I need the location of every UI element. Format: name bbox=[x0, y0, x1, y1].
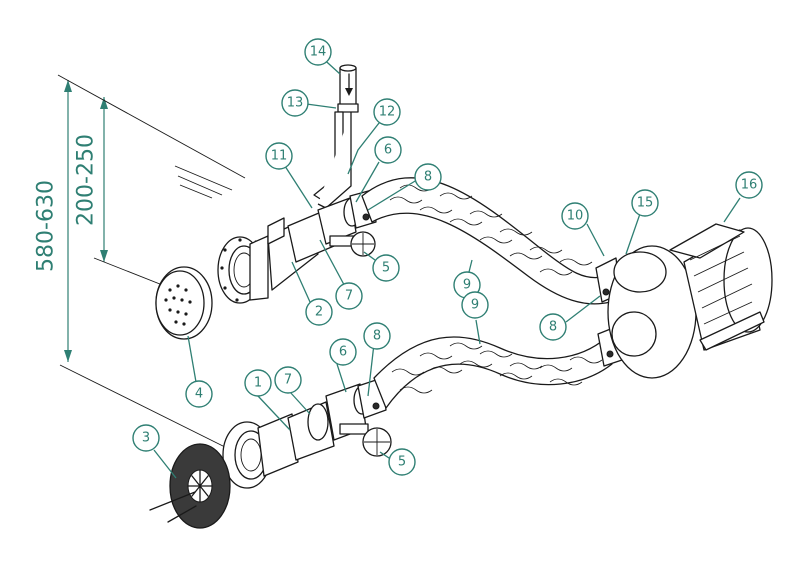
svg-text:8: 8 bbox=[549, 320, 557, 335]
suction-grille bbox=[149, 443, 231, 529]
svg-text:3: 3 bbox=[142, 431, 150, 446]
dimension-total-height: 580-630 bbox=[34, 180, 59, 272]
callout-7-upper: 7 bbox=[335, 282, 363, 310]
svg-text:12: 12 bbox=[379, 105, 396, 120]
callout-15: 15 bbox=[631, 189, 659, 217]
svg-text:15: 15 bbox=[637, 196, 654, 211]
callout-14: 14 bbox=[304, 38, 332, 66]
svg-text:9: 9 bbox=[471, 298, 479, 313]
svg-text:7: 7 bbox=[345, 289, 353, 304]
callout-8-upper: 8 bbox=[414, 163, 442, 191]
callout-5-lower: 5 bbox=[388, 448, 416, 476]
air-pipe-assembly bbox=[313, 64, 359, 209]
svg-text:6: 6 bbox=[384, 143, 392, 158]
callout-7-lower: 7 bbox=[274, 366, 302, 394]
svg-text:13: 13 bbox=[287, 96, 304, 111]
callout-6-lower: 6 bbox=[329, 338, 357, 366]
callout-10: 10 bbox=[561, 202, 589, 230]
upper-fitting-assembly bbox=[217, 189, 377, 304]
svg-text:8: 8 bbox=[373, 329, 381, 344]
svg-text:5: 5 bbox=[382, 261, 390, 276]
callout-9-lower: 9 bbox=[461, 291, 489, 319]
dimension-nozzle-height: 200-250 bbox=[74, 134, 99, 226]
callout-2: 2 bbox=[305, 298, 333, 326]
svg-text:4: 4 bbox=[195, 387, 203, 402]
callout-8-pump: 8 bbox=[539, 313, 567, 341]
svg-text:9: 9 bbox=[463, 278, 471, 293]
svg-text:16: 16 bbox=[741, 178, 758, 193]
svg-text:5: 5 bbox=[398, 455, 406, 470]
callout-16: 16 bbox=[735, 171, 763, 199]
callout-12: 12 bbox=[373, 98, 401, 126]
svg-text:1: 1 bbox=[254, 376, 262, 391]
pump-motor bbox=[607, 223, 773, 379]
dimension-lines bbox=[57, 74, 246, 453]
lower-fitting-assembly bbox=[222, 377, 392, 489]
callout-6-upper: 6 bbox=[374, 136, 402, 164]
callout-11: 11 bbox=[265, 142, 293, 170]
callout-4: 4 bbox=[185, 380, 213, 408]
svg-text:14: 14 bbox=[310, 45, 327, 60]
svg-text:8: 8 bbox=[424, 170, 432, 185]
svg-text:7: 7 bbox=[284, 373, 292, 388]
callout-1: 1 bbox=[244, 369, 272, 397]
svg-text:11: 11 bbox=[271, 149, 288, 164]
svg-text:10: 10 bbox=[567, 209, 584, 224]
nozzle-cover bbox=[155, 266, 213, 340]
callout-8-lower: 8 bbox=[363, 322, 391, 350]
svg-text:6: 6 bbox=[339, 345, 347, 360]
svg-text:2: 2 bbox=[315, 305, 323, 320]
callout-13: 13 bbox=[281, 89, 309, 117]
callout-3: 3 bbox=[132, 424, 160, 452]
callout-5-upper: 5 bbox=[372, 254, 400, 282]
